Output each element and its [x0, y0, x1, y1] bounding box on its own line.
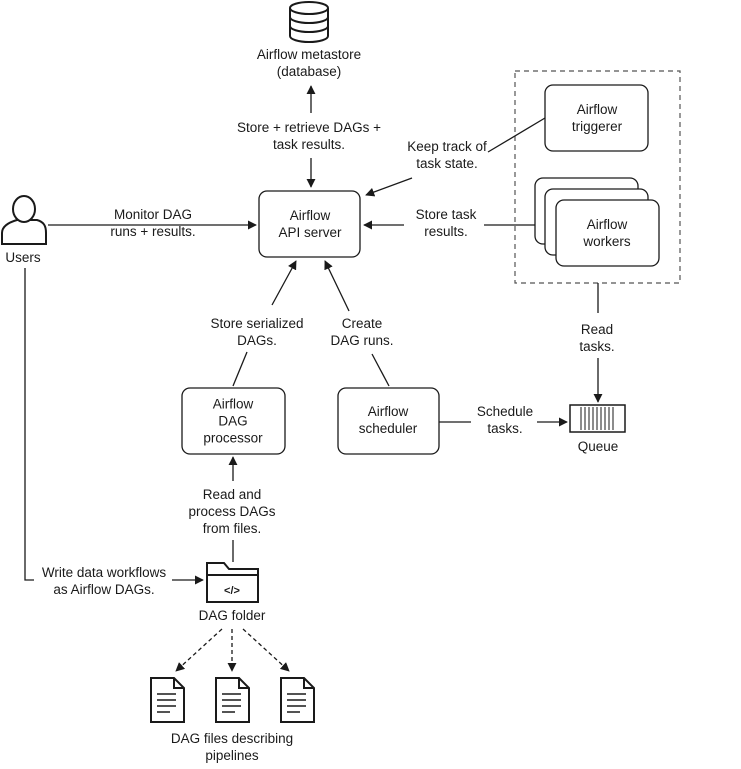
queue-icon — [569, 404, 626, 433]
database-icon — [289, 1, 329, 43]
queue-label: Queue — [577, 439, 619, 454]
user-icon — [1, 195, 47, 245]
document-icon — [150, 677, 185, 723]
edge-folder-file-left — [175, 628, 223, 672]
edge-create-runs-arrow — [324, 260, 350, 312]
edge-store-serialized-arrow — [271, 260, 297, 306]
store-retrieve-label: Store + retrieve DAGs +task results. — [236, 120, 382, 152]
workers-stack — [534, 177, 660, 267]
metastore-label: Airflow metastore(database) — [256, 47, 362, 79]
scheduler-box — [337, 387, 440, 455]
svg-text:</>: </> — [224, 585, 240, 597]
edge-create-runs — [371, 353, 390, 387]
dag-processor-box — [181, 387, 286, 455]
edge-keep-track-arrow — [365, 177, 413, 197]
folder-code-icon: </> — [206, 562, 259, 603]
users-label: Users — [5, 250, 41, 265]
api-server-box — [258, 190, 361, 258]
document-icon — [280, 677, 315, 723]
edge-store-serialized — [232, 351, 248, 387]
dag-folder-label: DAG folder — [198, 608, 266, 623]
edge-folder-file-right — [242, 628, 290, 672]
edge-keep-track — [487, 117, 546, 153]
document-icon — [215, 677, 250, 723]
edge-write-workflows — [24, 268, 34, 581]
